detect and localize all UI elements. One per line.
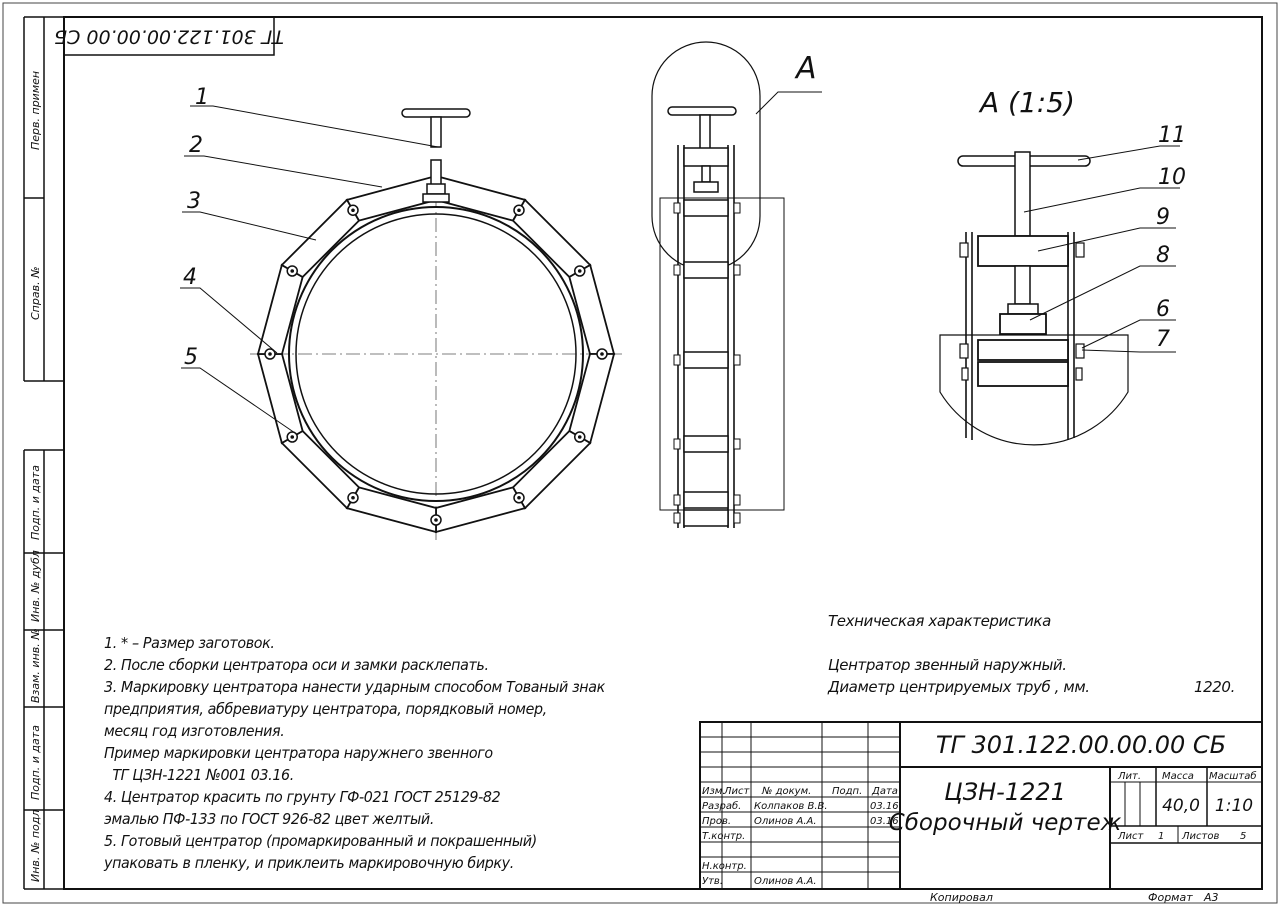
col-header-izm: Изм.	[702, 786, 726, 797]
ring-side-view	[651, 41, 822, 528]
tech-line-1: Центратор звенный наружный.	[828, 656, 1067, 674]
callout-2: 2	[189, 133, 203, 158]
title-block	[699, 721, 1263, 890]
callout-11: 11	[1158, 123, 1186, 148]
detail-title: А (1:5)	[978, 86, 1075, 119]
tech-value: 1220.	[1194, 678, 1235, 696]
pipe-inner-circle	[295, 213, 577, 495]
row-role: Утв.	[702, 876, 723, 887]
side-label: Подп. и дата	[29, 465, 42, 540]
row-name: Колпаков В.В.	[754, 801, 828, 812]
top-stamp: ТГ 301.122.00.00.00 СБ	[54, 16, 284, 56]
top-stamp-text: ТГ 301.122.00.00.00 СБ	[54, 26, 284, 48]
note-line: эмалью ПФ-133 по ГОСТ 926-82 цвет желтый…	[104, 810, 435, 828]
format-value: А3	[1203, 891, 1219, 904]
side-label: Перв. примен	[29, 71, 42, 150]
title-block-text: Изм. Лист № докум. Подп. Дата Разраб. Ко…	[702, 770, 1257, 887]
note-line: месяц год изготовления.	[104, 722, 285, 740]
format-label: Формат	[1148, 891, 1193, 904]
product-name: ЦЗН-1221	[944, 778, 1066, 806]
col-header-sign: Подп.	[832, 786, 862, 797]
side-strip	[23, 16, 64, 890]
title-block-main-text: ТГ 301.122.00.00.00 СБ ЦЗН-1221 Сборочны…	[889, 731, 1253, 836]
callout-3: 3	[187, 189, 201, 214]
sheet-value: 1	[1158, 831, 1164, 842]
doc-number: ТГ 301.122.00.00.00 СБ	[936, 731, 1226, 759]
tech-title: Техническая характеристика	[828, 612, 1051, 630]
callout-10: 10	[1158, 165, 1186, 190]
row-role: Разраб.	[702, 800, 741, 812]
note-line: Пример маркировки центратора наружнего з…	[104, 744, 493, 762]
copied-label: Копировал	[930, 891, 993, 904]
note-line: 2. После сборки центратора оси и замки р…	[104, 656, 489, 674]
detail-view-a	[939, 145, 1180, 446]
side-label: Взам. инв. №	[29, 628, 42, 703]
row-role: Т.контр.	[702, 831, 745, 842]
tension-screw	[401, 108, 471, 203]
note-line: ТГ ЦЗН-1221 №001 03.16.	[104, 766, 294, 784]
note-line: упаковать в пленку, и приклеить маркиров…	[104, 854, 514, 872]
callout-4: 4	[183, 265, 197, 290]
callouts-detail: 11 10 9 8 6 7	[1156, 123, 1186, 352]
row-name: Олинов А.А.	[754, 816, 817, 827]
col-header-date: Дата	[871, 786, 898, 797]
row-name: Олинов А.А.	[754, 876, 817, 887]
sheets-value: 5	[1240, 831, 1246, 842]
drawing-frame	[63, 16, 1263, 890]
note-line: 5. Готовый центратор (промаркированный и…	[104, 832, 537, 850]
lit-label: Лит.	[1117, 771, 1141, 782]
row-date: 03.16	[870, 816, 899, 827]
col-header-doc: № докум.	[761, 786, 811, 797]
footer: Копировал Формат А3	[930, 891, 1219, 904]
ring-front-view: 1 2 3 4 5	[180, 85, 622, 540]
technical-notes: 1. * – Размер заготовок. 2. После сборки…	[104, 632, 605, 874]
side-label: Подп. и дата	[29, 725, 42, 800]
side-labels: Перв. примен Справ. № Подп. и дата Инв. …	[29, 71, 42, 882]
mass-label: Масса	[1162, 771, 1194, 782]
note-line: 3. Маркировку центратора нанести ударным…	[104, 678, 605, 696]
note-line: 4. Центратор красить по грунту ГФ-021 ГО…	[104, 788, 501, 806]
row-role: Н.контр.	[702, 861, 747, 872]
leaders-main	[180, 105, 439, 434]
scale-value: 1:10	[1215, 796, 1253, 816]
sheet-label: Лист	[1117, 831, 1145, 842]
row-date: 03.16	[870, 801, 899, 812]
note-line: 1. * – Размер заготовок.	[104, 634, 275, 652]
col-header-list: Лист	[723, 786, 751, 797]
row-role: Пров.	[702, 816, 731, 827]
callout-9: 9	[1156, 205, 1170, 230]
drawing-type: Сборочный чертеж	[889, 810, 1122, 836]
callout-7: 7	[1156, 327, 1170, 352]
mass-value: 40,0	[1162, 796, 1200, 816]
scale-label: Масштаб	[1209, 770, 1257, 782]
pipe-outer-circle	[288, 206, 584, 502]
tech-line-2: Диаметр центрируемых труб , мм.	[828, 678, 1090, 696]
side-label: Инв. № дубл	[29, 550, 42, 622]
callouts-main: 1 2 3 4 5	[183, 85, 209, 370]
side-label: Инв. № подл	[29, 810, 42, 882]
side-label: Справ. №	[29, 266, 42, 320]
callout-8: 8	[1156, 243, 1170, 268]
sheets-label: Листов	[1181, 831, 1219, 842]
callout-6: 6	[1156, 297, 1170, 322]
note-line: предприятия, аббревиатуру центратора, по…	[104, 700, 547, 718]
view-label-a: А	[794, 51, 817, 86]
callout-5: 5	[184, 345, 198, 370]
callout-1: 1	[195, 85, 209, 110]
